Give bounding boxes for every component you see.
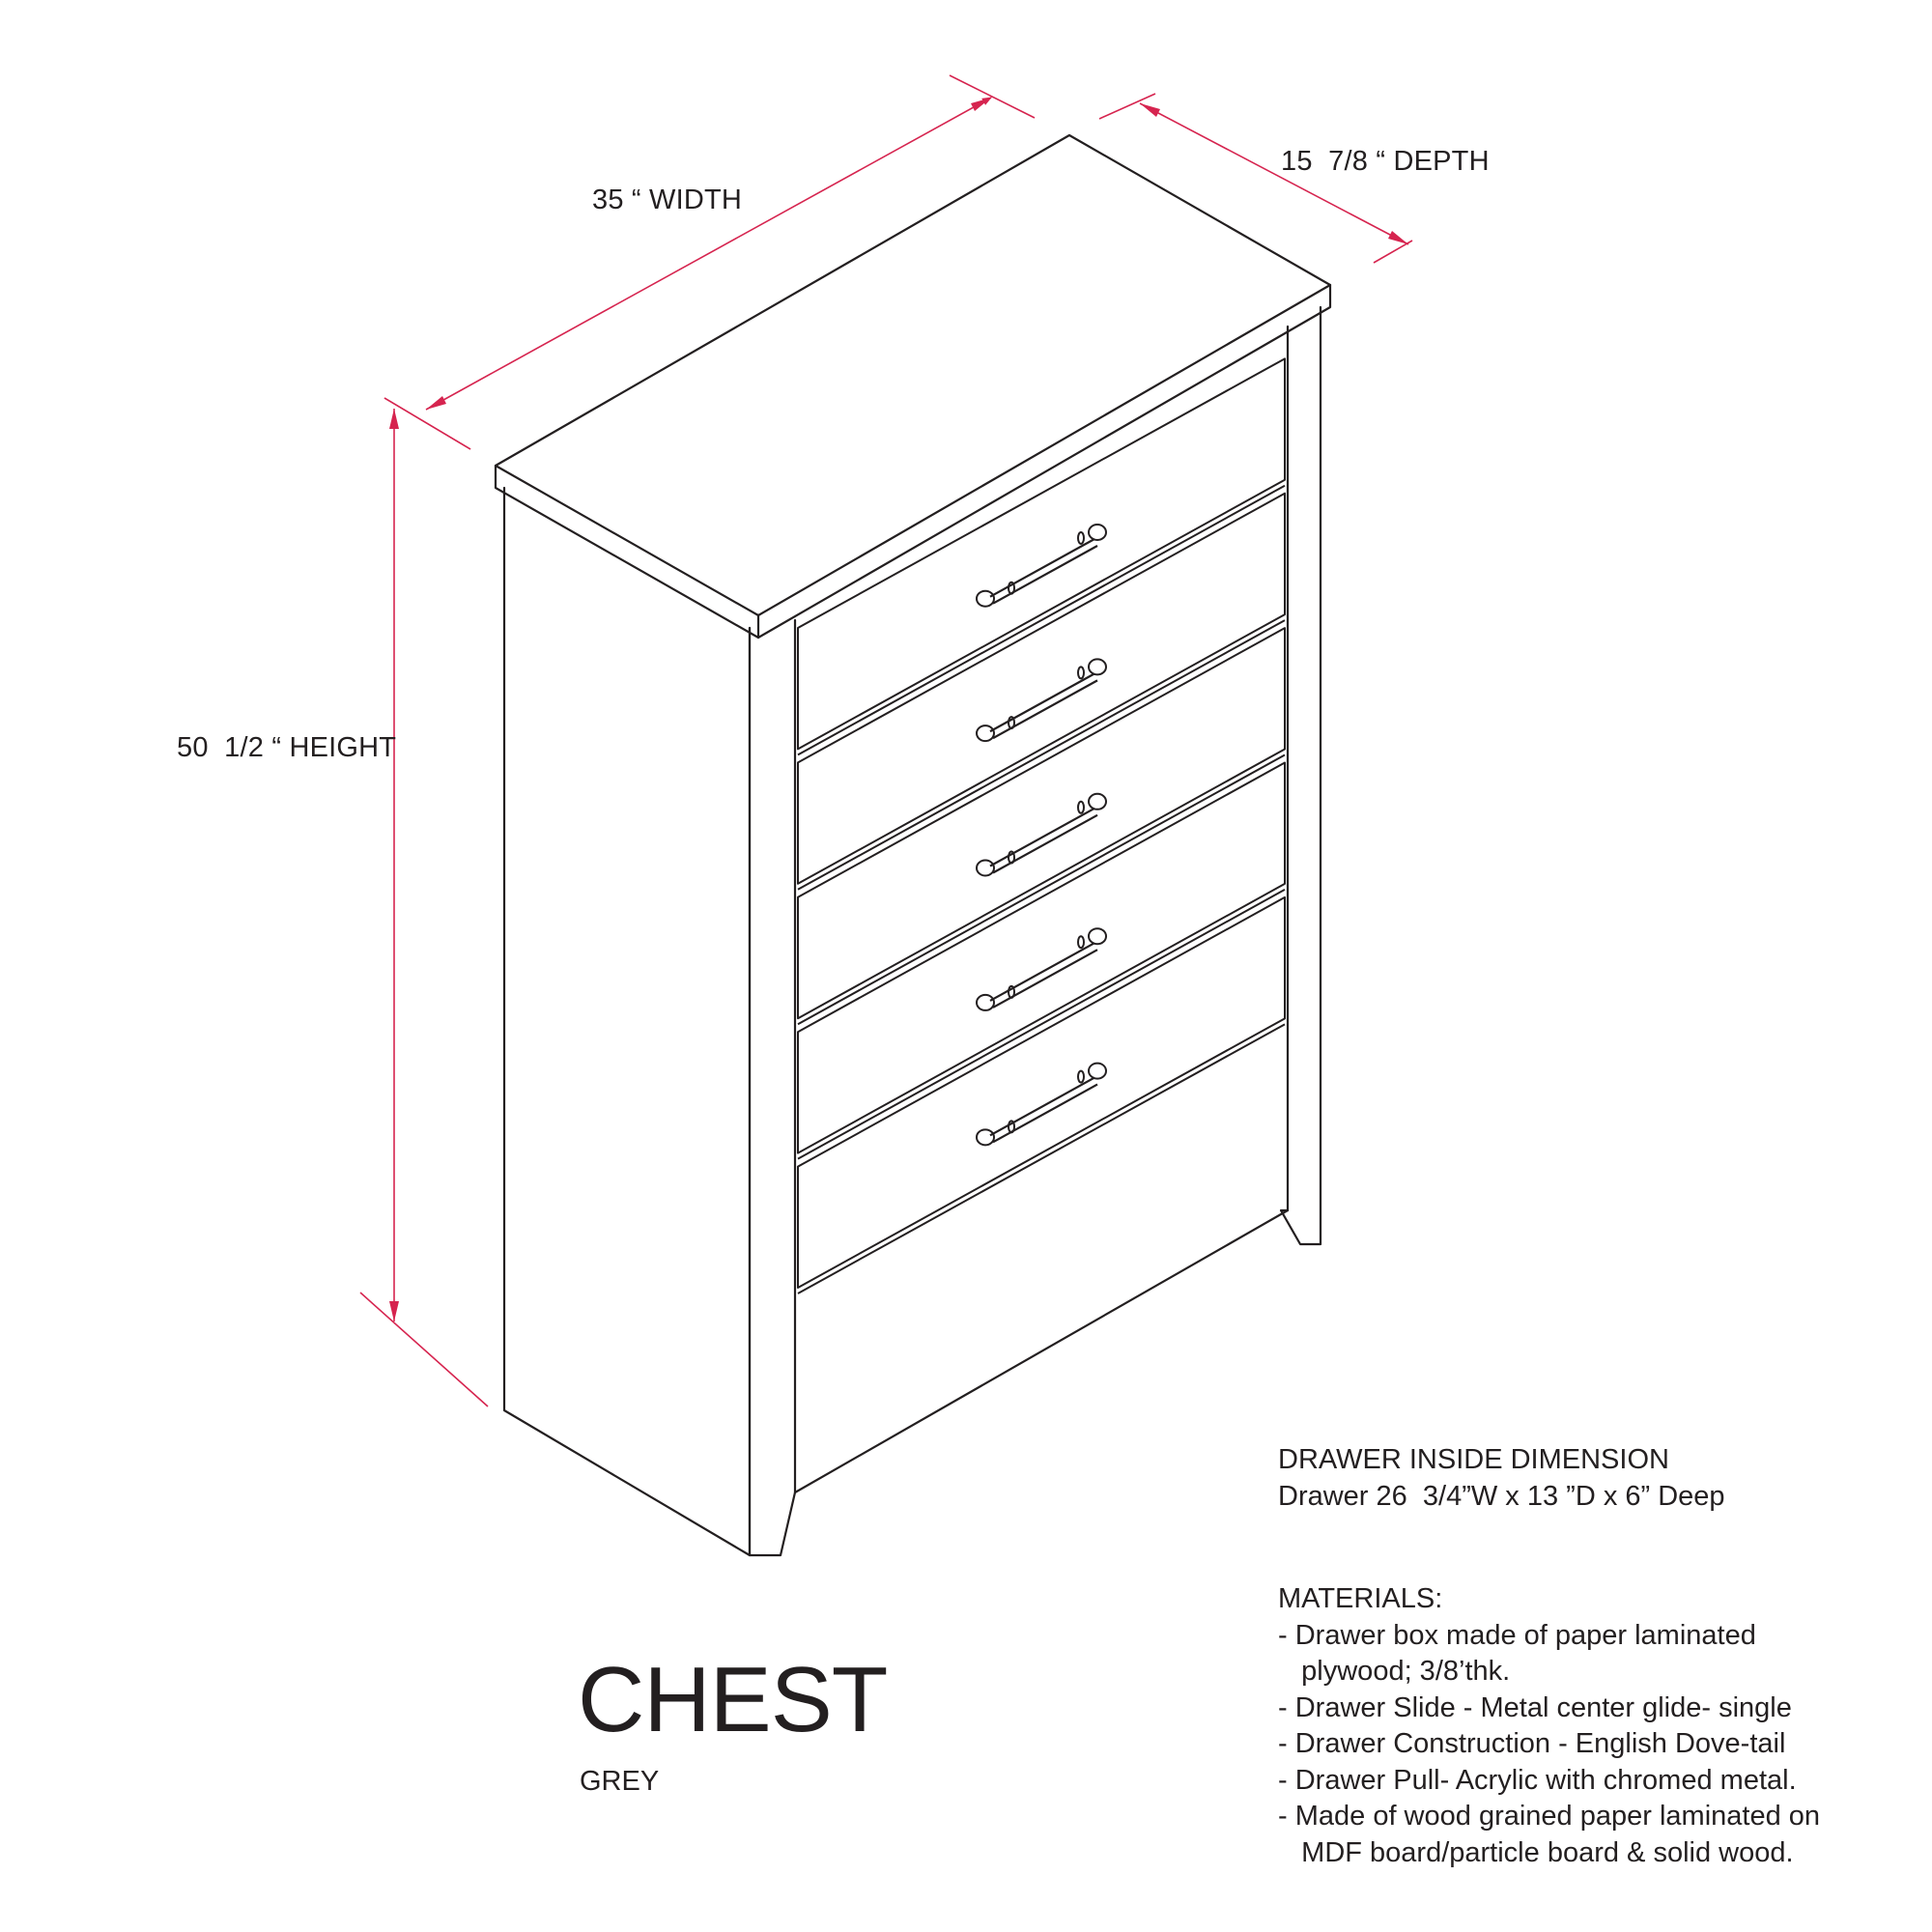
- drawer-inside-heading: DRAWER INSIDE DIMENSION: [1278, 1444, 1669, 1475]
- drawer-pull-post: [1088, 523, 1107, 541]
- materials-line: - Drawer box made of paper laminated: [1278, 1619, 1756, 1651]
- materials-line: - Drawer Slide - Metal center glide- sin…: [1278, 1691, 1792, 1723]
- depth-label: 15 7/8 “ DEPTH: [1281, 146, 1490, 177]
- depth-arrowhead-bottom: [1388, 231, 1408, 244]
- materials-line: - Made of wood grained paper laminated o…: [1278, 1801, 1821, 1832]
- depth-extension-bottom: [1373, 240, 1413, 264]
- materials-line: - Drawer Pull- Acrylic with chromed meta…: [1278, 1764, 1797, 1796]
- drawer-pull-ferrule: [1077, 935, 1085, 950]
- drawer-front: [797, 895, 1286, 1289]
- height-extension-bottom: [359, 1292, 489, 1407]
- drawer-pull-post: [976, 859, 995, 877]
- drawer-front: [797, 492, 1286, 885]
- side-panel: [502, 486, 752, 1557]
- drawer-pull-post: [1088, 927, 1107, 946]
- drawer-reveal: [797, 619, 1286, 891]
- drawer-front: [797, 357, 1286, 751]
- drawer-pull: [989, 538, 1098, 605]
- depth-arrowhead-top: [1140, 103, 1160, 117]
- front-left-stile: [748, 618, 797, 1557]
- drawer-front: [797, 761, 1286, 1154]
- width-dimension-line: [425, 97, 992, 411]
- drawer-inside-value: Drawer 26 3/4”W x 13 ”D x 6” Deep: [1278, 1481, 1725, 1512]
- drawer-pull-ferrule: [1008, 1120, 1015, 1134]
- materials-line: - Drawer Construction - English Dove-tai…: [1278, 1728, 1786, 1759]
- depth-dimension-line: [1139, 102, 1409, 245]
- drawer-inside-dimension: DRAWER INSIDE DIMENSION Drawer 26 3/4”W …: [1278, 1441, 1725, 1515]
- drawer-reveal: [797, 1023, 1286, 1294]
- width-label: 35 “ WIDTH: [592, 185, 743, 215]
- top-right-edge: [756, 283, 1332, 639]
- drawer-pull-ferrule: [1008, 581, 1015, 595]
- drawer-reveal: [797, 484, 1286, 756]
- depth-extension-top: [1098, 93, 1156, 120]
- drawer-pull: [989, 672, 1098, 740]
- drawer-pull-ferrule: [1008, 984, 1015, 999]
- drawer-pull-post: [1088, 792, 1107, 810]
- materials-line: MDF board/particle board & solid wood.: [1278, 1836, 1794, 1868]
- drawer-pull-post: [976, 724, 995, 743]
- drawer-pull-post: [1088, 1062, 1107, 1080]
- bottom-rail: [793, 1208, 1290, 1494]
- drawer-pull-ferrule: [1077, 666, 1085, 680]
- drawer-pull-ferrule: [1008, 850, 1015, 865]
- front-right-stile: [1279, 305, 1322, 1246]
- materials-heading: MATERIALS:: [1278, 1583, 1443, 1614]
- drawer-pull-post: [976, 1128, 995, 1147]
- drawer-pull-ferrule: [1077, 800, 1085, 814]
- product-color: GREY: [580, 1766, 660, 1797]
- drawer-pull-post: [976, 993, 995, 1011]
- drawer-pull: [989, 942, 1098, 1009]
- drawer-reveal: [797, 889, 1286, 1160]
- drawer-pull-ferrule: [1077, 530, 1085, 545]
- height-arrowhead-top: [389, 409, 399, 429]
- width-extension-right: [949, 74, 1036, 119]
- drawer-pull-ferrule: [1077, 1069, 1085, 1084]
- materials-line: plywood; 3/8’thk.: [1278, 1656, 1511, 1687]
- height-arrowhead-bottom: [389, 1301, 399, 1321]
- width-arrowhead-left: [426, 396, 446, 410]
- drawer-pull: [989, 1076, 1098, 1144]
- product-title: CHEST: [578, 1648, 888, 1751]
- height-label: 50 1/2 “ HEIGHT: [177, 732, 397, 763]
- drawer-reveal: [797, 753, 1286, 1026]
- height-extension-top: [384, 397, 471, 450]
- drawer-pull-post: [1088, 658, 1107, 676]
- drawer-pull-post: [976, 589, 995, 608]
- top-left-edge: [494, 464, 760, 639]
- drawer-pull-ferrule: [1008, 716, 1015, 730]
- width-arrowhead-right: [971, 98, 991, 111]
- drawer-pull: [989, 807, 1098, 874]
- materials-list: MATERIALS: - Drawer box made of paper la…: [1278, 1581, 1820, 1871]
- drawer-front: [797, 627, 1286, 1020]
